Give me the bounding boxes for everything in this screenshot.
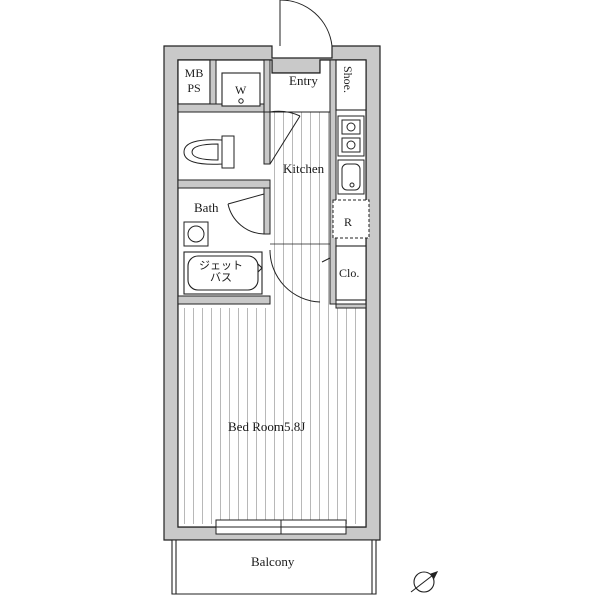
jet-bath-line2: バス bbox=[210, 270, 232, 284]
jet-bath-line1: ジェット bbox=[199, 259, 243, 272]
stove bbox=[337, 115, 365, 157]
bedroom-floor bbox=[181, 308, 363, 524]
shoe-cabinet bbox=[335, 59, 367, 111]
wall-toilet-bath bbox=[177, 179, 271, 189]
kitchen-sink bbox=[337, 159, 365, 195]
ps-label: PS bbox=[187, 81, 201, 95]
wall-bath-bedroom bbox=[177, 295, 271, 305]
mb-label: MB bbox=[184, 66, 204, 80]
bedroom-label: Bed Room5.8J bbox=[228, 419, 306, 434]
closet-label: Clo. bbox=[339, 266, 360, 280]
shoe-label: Shoe. bbox=[341, 66, 355, 93]
balcony bbox=[171, 539, 377, 595]
washbasin bbox=[183, 221, 209, 247]
fridge-label: R bbox=[344, 215, 353, 229]
washer-label: W bbox=[235, 83, 247, 97]
balcony-window bbox=[215, 519, 347, 535]
entry-label: Entry bbox=[289, 73, 318, 88]
entry-door bbox=[279, 0, 333, 47]
kitchen-floor bbox=[270, 112, 330, 308]
fridge-space bbox=[332, 199, 370, 239]
north-compass-icon bbox=[410, 571, 439, 593]
balcony-label: Balcony bbox=[251, 554, 295, 569]
kitchen-label: Kitchen bbox=[283, 161, 325, 176]
bath-label: Bath bbox=[194, 200, 219, 215]
toilet bbox=[183, 135, 235, 169]
jet-bathtub bbox=[183, 251, 263, 295]
bedroom-door bbox=[269, 243, 330, 303]
washer-space bbox=[221, 72, 261, 107]
jet-bath-label: ジェット バス bbox=[196, 260, 246, 283]
closet bbox=[335, 245, 367, 301]
